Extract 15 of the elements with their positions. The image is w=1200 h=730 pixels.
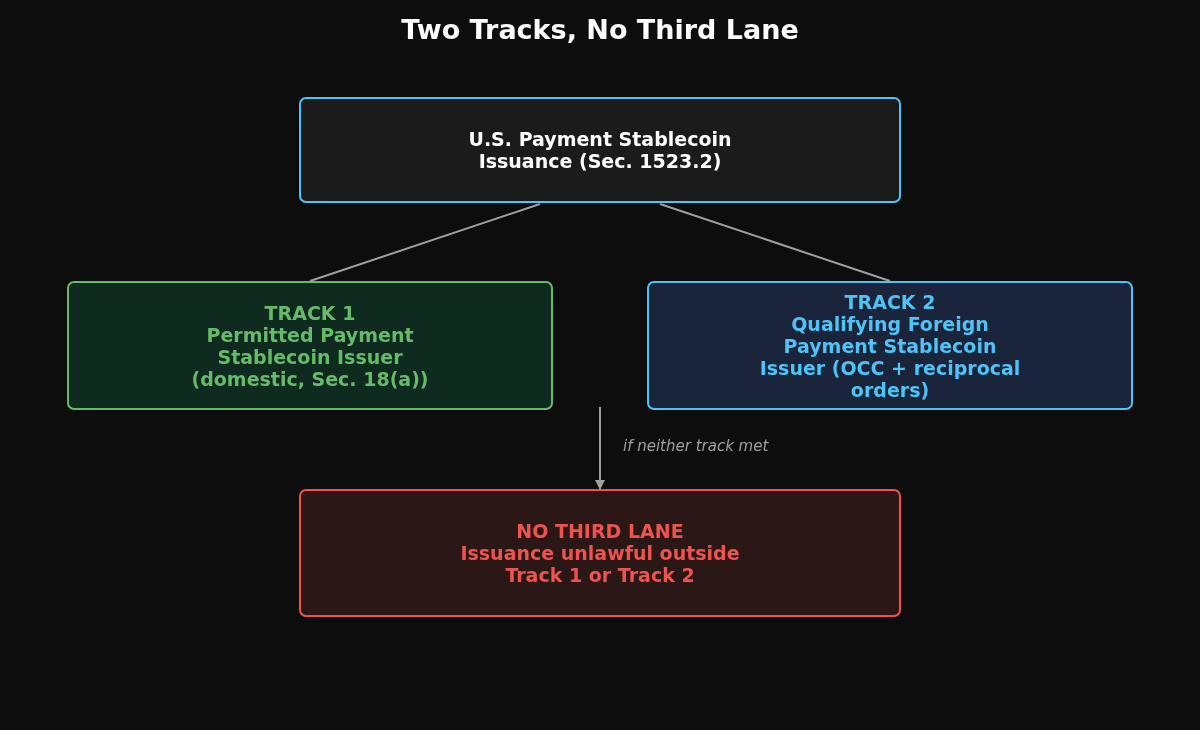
track-box — [67, 281, 553, 410]
box-text: Permitted Payment Stablecoin Issuer (domestic, Sec. 18(a)) — [190, 323, 430, 390]
box-text: Qualifying Foreign Payment Stablecoin Issuer (OCC + reciprocal orders) — [758, 312, 1022, 401]
box-heading: TRACK 2 — [844, 290, 936, 313]
outcome-box — [299, 489, 901, 617]
connector-line — [659, 203, 891, 282]
box-heading: NO THIRD LANE — [516, 520, 684, 542]
track-box — [647, 281, 1133, 410]
connector-line — [309, 203, 541, 282]
box-heading: TRACK 1 — [264, 301, 356, 324]
box-text: U.S. Payment Stablecoin Issuance (Sec. 1523.2) — [467, 128, 733, 172]
box-text: Issuance unlawful outside Track 1 or Track 2 — [459, 542, 741, 586]
diagram-title: Two Tracks, No Third Lane — [400, 14, 800, 45]
arrow — [595, 406, 605, 490]
root-box — [299, 97, 901, 203]
